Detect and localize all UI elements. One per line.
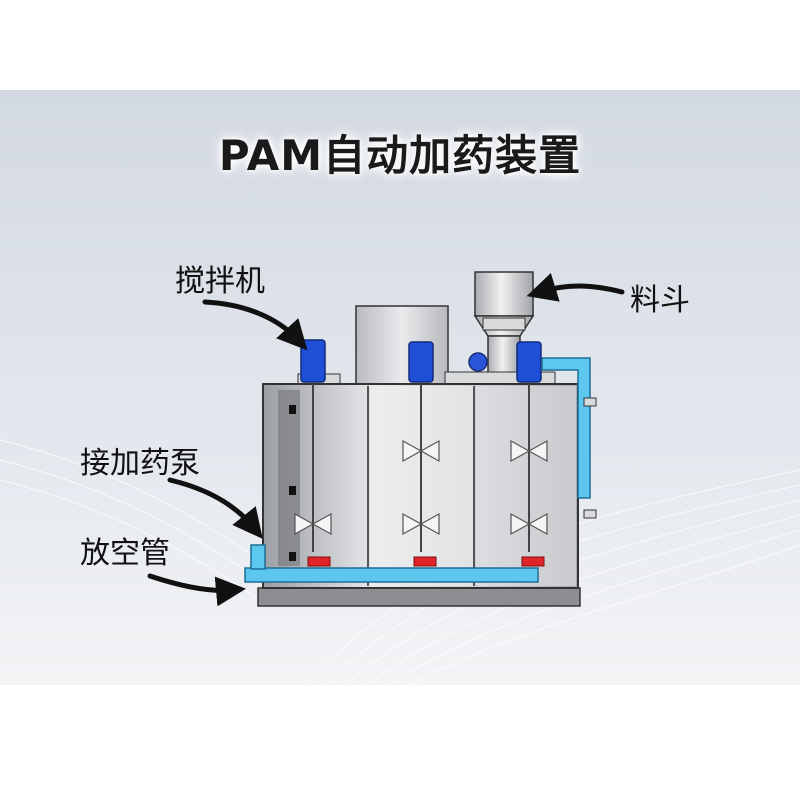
drain-valve [521,556,545,567]
tank-side-strip [278,390,300,566]
level-sensor [289,486,296,495]
mixer-motor-2 [408,341,434,383]
mixer-motor-3 [516,341,542,383]
impeller [510,512,548,536]
arrow-mixer [202,299,308,351]
arrow-hopper [526,272,625,302]
label-vent-pipe: 放空管 [80,536,170,571]
arrow-dosing-pump [167,477,263,539]
impeller [510,439,548,463]
impeller [294,512,332,536]
pipe-fitting [583,397,597,407]
drain-valve [413,556,437,567]
control-box [355,305,449,387]
impeller [402,439,440,463]
base-frame [257,587,581,607]
dosing-pump-outlet [250,544,266,570]
label-dosing-pump: 接加药泵 [80,446,200,481]
tank-chamber [476,386,576,586]
label-hopper: 料斗 [630,283,690,318]
impeller [402,512,440,536]
level-sensor [289,552,296,561]
feeder-motor [468,352,488,372]
vent-pipe [244,567,539,583]
diagram-title: PAM自动加药装置 [218,131,582,180]
pipe-fitting [583,509,597,519]
level-sensor [289,405,296,414]
label-mixer: 搅拌机 [175,264,265,299]
arrow-vent-pipe [147,573,246,607]
mixer-motor-1 [300,339,326,383]
inlet-pipe [541,357,591,499]
drain-valve [307,556,331,567]
